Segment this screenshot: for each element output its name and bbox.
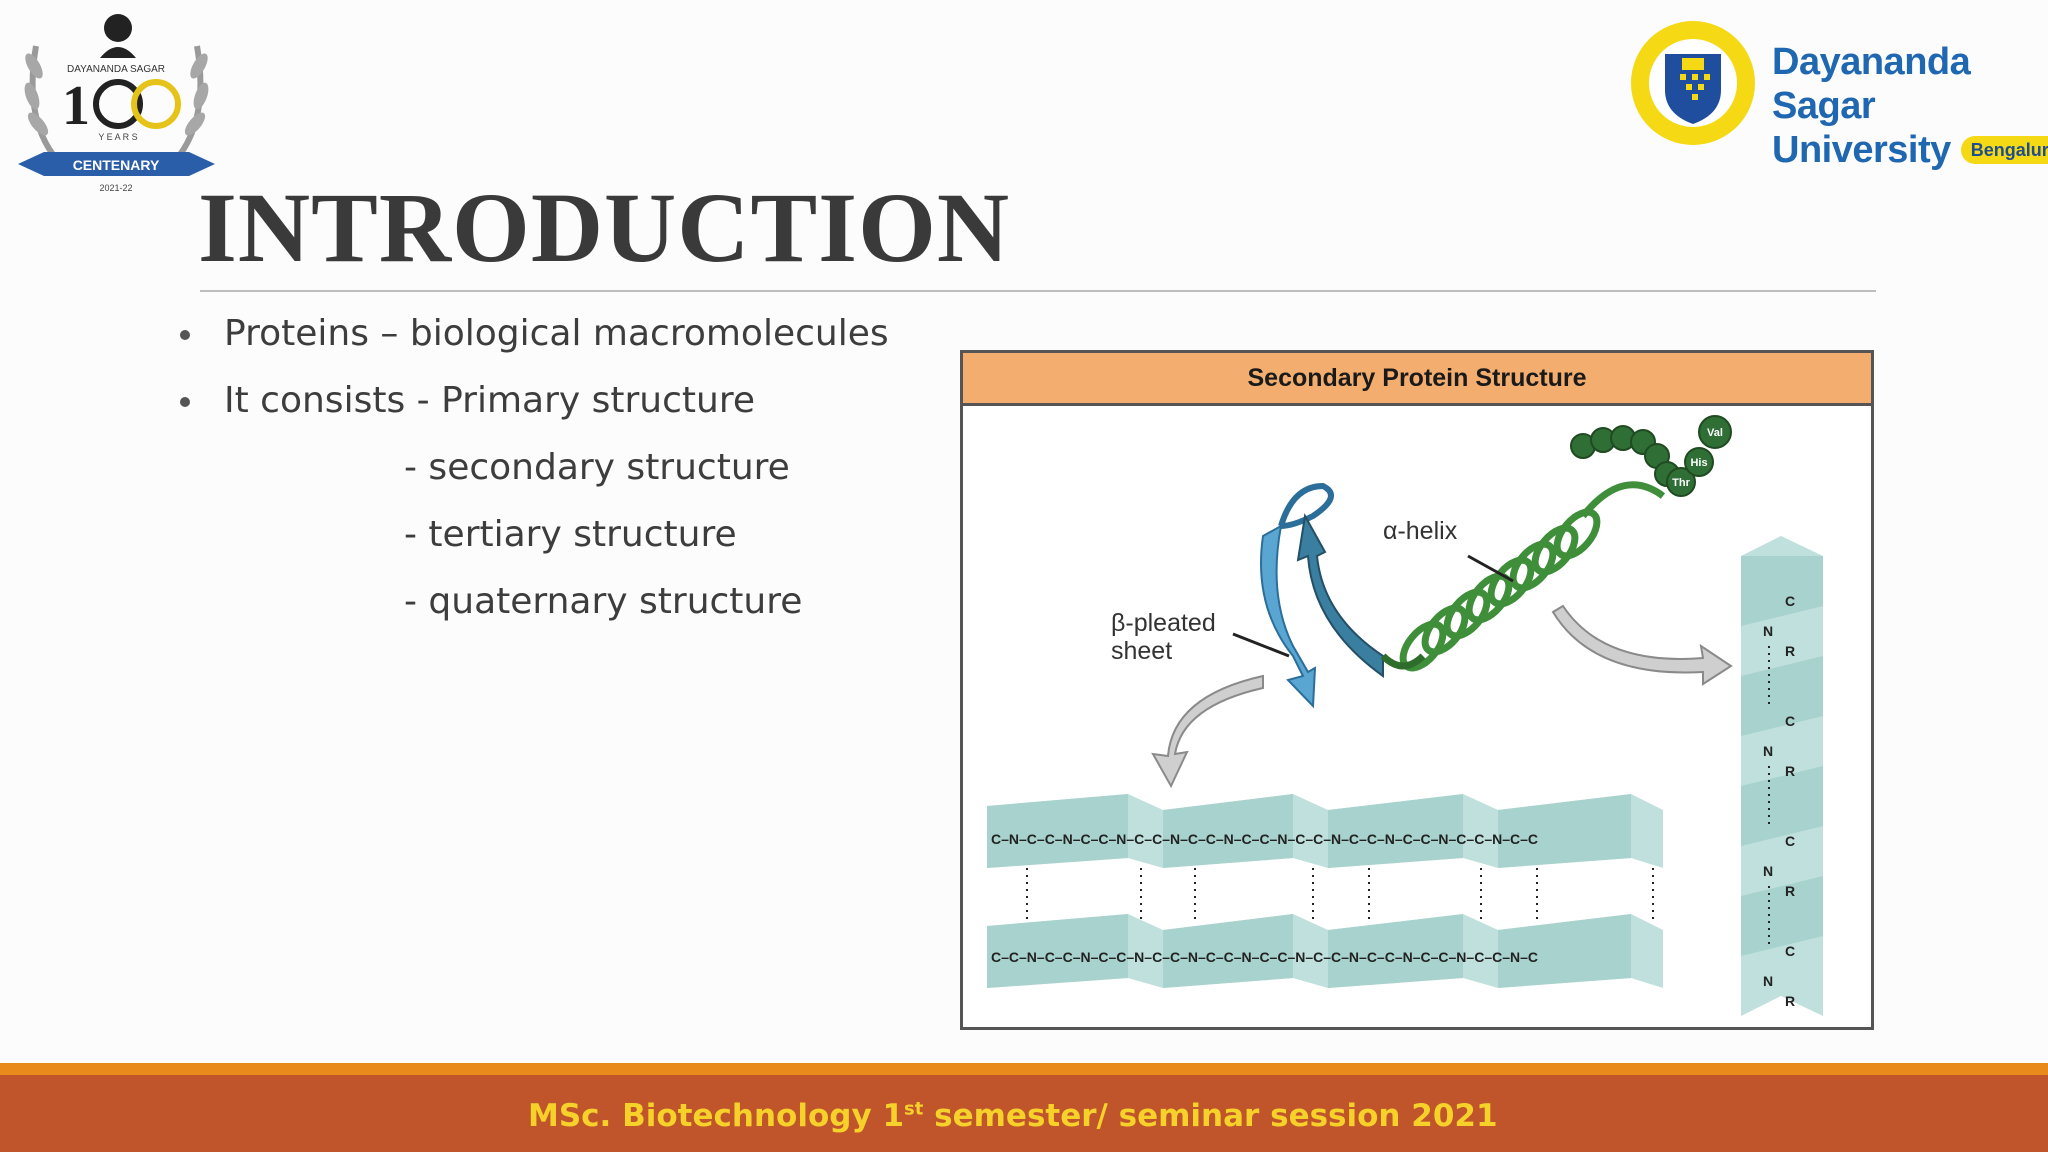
svg-text:C–C–N–C–C–N–C–C–N–C–C–N–C–C–N–: C–C–N–C–C–N–C–C–N–C–C–N–C–C–N–C–C–N–C–C–… [991,949,1538,965]
svg-text:R: R [1785,993,1795,1009]
beta-sheet-bands: C–N–C–C–N–C–C–N–C–C–N–C–C–N–C–C–N–C–C–N–… [987,794,1663,988]
svg-text:N: N [1763,863,1773,879]
centenary-years: Y E A R S [98,132,137,142]
title-divider [200,290,1876,292]
centenary-logo: DAYANANDA SAGAR 1 Y E A R S CENTENARY 20… [14,6,219,198]
protein-structure-diagram: C–N–C–C–N–C–C–N–C–C–N–C–C–N–C–C–N–C–C–N–… [987,415,1823,1016]
svg-text:N: N [1763,973,1773,989]
residue-val-label: Val [1707,427,1723,439]
university-logo: Dayananda Sagar University Bengaluru [1628,14,2048,171]
svg-text:R: R [1785,763,1795,779]
sub-item: - secondary structure [404,447,790,488]
university-seal-icon [1631,21,1755,145]
svg-text:R: R [1785,643,1795,659]
residue-beads [1570,415,1732,497]
svg-text:C: C [1785,833,1795,849]
beta-sheet-label-line2: sheet [1111,637,1173,665]
svg-text:1: 1 [62,75,90,137]
footer-prefix: MSc. Biotechnology 1 [528,1098,905,1134]
svg-text:C: C [1785,593,1795,609]
sub-item: - quaternary structure [404,581,803,622]
bullet-dot-icon [180,397,190,407]
university-city-badge: Bengaluru [1960,136,2048,164]
alpha-helix-label: α-helix [1383,517,1458,545]
figure-header: Secondary Protein Structure [963,353,1871,406]
footer-accent-stripe [0,1063,2048,1075]
sub-item: - tertiary structure [404,514,737,555]
centenary-ribbon-text: CENTENARY [73,157,160,173]
centenary-top-text: DAYANANDA SAGAR [67,64,165,75]
residue-thr-label: Thr [1672,477,1690,489]
university-name-line2: University [1772,129,1951,171]
footer-text: MSc. Biotechnology 1st semester/ seminar… [528,1098,1498,1134]
svg-text:C: C [1785,943,1795,959]
centenary-dates: 2021-22 [99,183,132,193]
beta-sheet-label-line1: β-pleated [1111,609,1216,637]
slide-title: INTRODUCTION [198,172,1011,283]
svg-text:C: C [1785,713,1795,729]
university-name-line1: Dayananda Sagar [1772,41,1971,127]
university-name: Dayananda Sagar University Bengaluru [1772,40,2048,172]
alpha-helix-coil [1380,481,1666,672]
residue-his-label: His [1690,457,1707,469]
beta-strand-arrows [1260,482,1384,709]
bullet-text: It consists - Primary structure [224,380,755,421]
svg-text:C–N–C–C–N–C–C–N–C–C–N–C–C–N–C–: C–N–C–C–N–C–C–N–C–C–N–C–C–N–C–C–N–C–C–N–… [991,831,1538,847]
secondary-structure-figure: Secondary Protein Structure C–N–C–C–N [960,350,1874,1030]
svg-text:N: N [1763,623,1773,639]
bullet-text: Proteins – biological macromolecules [224,313,889,354]
svg-text:R: R [1785,883,1795,899]
footer-bar [0,1075,2048,1152]
footer-superscript: st [904,1098,924,1120]
svg-text:N: N [1763,743,1773,759]
footer-suffix: semester/ seminar session 2021 [923,1098,1498,1134]
alpha-helix-band: CNR CNR CNR CNR [1741,536,1823,1016]
bullet-dot-icon [180,330,190,340]
pointer-arrows [1151,604,1733,789]
